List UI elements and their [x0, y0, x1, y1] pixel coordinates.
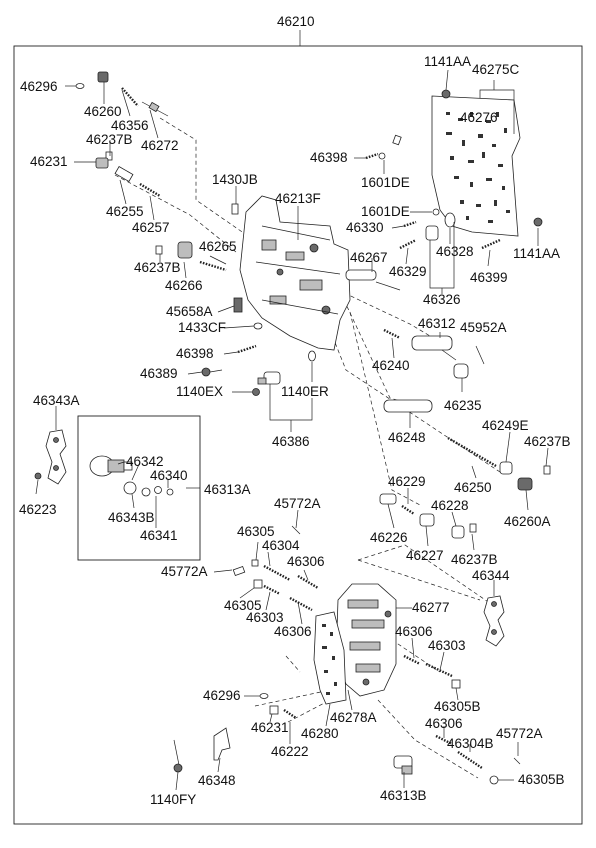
- label-46326: 46326: [423, 292, 461, 307]
- label-46356: 46356: [111, 118, 149, 133]
- label-46235: 46235: [444, 398, 482, 413]
- label-46280: 46280: [301, 726, 339, 741]
- part-labels: 46210 46296 46260 46356 46237B 46272 462…: [19, 14, 571, 807]
- label-46296: 46296: [203, 688, 241, 703]
- label-45772A: 45772A: [274, 496, 321, 511]
- label-1601DE: 1601DE: [361, 204, 410, 219]
- label-46260A: 46260A: [504, 514, 551, 529]
- label-46276: 46276: [460, 110, 498, 125]
- label-46305: 46305: [224, 598, 262, 613]
- label-46227: 46227: [406, 548, 444, 563]
- label-46342: 46342: [126, 454, 164, 469]
- label-46272: 46272: [141, 138, 179, 153]
- label-46306: 46306: [395, 624, 433, 639]
- label-46304B: 46304B: [447, 736, 494, 751]
- label-46237B: 46237B: [134, 260, 181, 275]
- label-46231: 46231: [251, 720, 289, 735]
- label-46348: 46348: [198, 773, 236, 788]
- label-1141AA: 1141AA: [513, 246, 560, 261]
- label-46257: 46257: [132, 220, 170, 235]
- label-46343A: 46343A: [33, 393, 80, 408]
- label-46278A: 46278A: [330, 710, 377, 725]
- lower-valve-body: [335, 583, 397, 697]
- label-46277: 46277: [412, 600, 450, 615]
- label-1141AA: 1141AA: [424, 54, 471, 69]
- label-46329: 46329: [389, 264, 427, 279]
- label-46312: 46312: [418, 316, 456, 331]
- label-46389: 46389: [140, 366, 178, 381]
- pressure-sensor: [257, 350, 316, 385]
- label-46237B: 46237B: [524, 434, 571, 449]
- label-46210: 46210: [277, 14, 315, 29]
- label-46305B: 46305B: [434, 699, 481, 714]
- label-46313B: 46313B: [380, 788, 427, 803]
- label-1433CF: 1433CF: [178, 320, 226, 335]
- separator-plate: [431, 89, 543, 237]
- wire-bracket-left: [45, 429, 67, 485]
- label-46303: 46303: [246, 610, 284, 625]
- leader-lines: [35, 69, 549, 791]
- label-46303: 46303: [428, 638, 466, 653]
- label-1140FY: 1140FY: [150, 792, 196, 807]
- label-46305B: 46305B: [518, 772, 565, 787]
- label-1140EX: 1140EX: [176, 384, 223, 399]
- label-46306: 46306: [287, 554, 325, 569]
- label-45658A: 45658A: [166, 304, 213, 319]
- label-46343B: 46343B: [108, 510, 155, 525]
- label-46265: 46265: [199, 239, 237, 254]
- label-46306: 46306: [425, 716, 463, 731]
- label-46398: 46398: [176, 346, 214, 361]
- label-46260: 46260: [84, 104, 122, 119]
- label-46330: 46330: [346, 220, 384, 235]
- label-46386: 46386: [272, 434, 310, 449]
- label-46222: 46222: [271, 744, 309, 759]
- solenoid-valve: [89, 455, 174, 497]
- label-46313A: 46313A: [204, 482, 251, 497]
- label-46228: 46228: [431, 498, 469, 513]
- solenoid-valve-lower: [393, 755, 413, 775]
- label-46229: 46229: [388, 474, 426, 489]
- label-45952A: 45952A: [460, 320, 507, 335]
- label-46240: 46240: [372, 358, 410, 373]
- label-46266: 46266: [165, 278, 203, 293]
- label-1140ER: 1140ER: [281, 384, 329, 399]
- lower-separator-plate: [313, 611, 347, 705]
- label-46344: 46344: [472, 568, 510, 583]
- label-46226: 46226: [370, 530, 408, 545]
- label-1430JB: 1430JB: [212, 172, 258, 187]
- label-46231: 46231: [30, 154, 68, 169]
- label-46267: 46267: [350, 250, 388, 265]
- label-46250: 46250: [454, 480, 492, 495]
- label-46213F: 46213F: [275, 191, 321, 206]
- label-46340: 46340: [150, 468, 188, 483]
- label-46398: 46398: [310, 150, 348, 165]
- label-45772A: 45772A: [161, 564, 208, 579]
- label-1601DE: 1601DE: [361, 175, 410, 190]
- label-46223: 46223: [19, 502, 57, 517]
- label-46296: 46296: [20, 79, 58, 94]
- label-46275C: 46275C: [472, 62, 520, 77]
- upper-valve-body: [239, 195, 351, 351]
- label-46255: 46255: [106, 204, 144, 219]
- label-46237B: 46237B: [86, 132, 133, 147]
- solenoid-kit-box: [77, 415, 201, 561]
- assembly-guide-lines: [114, 117, 501, 779]
- label-46341: 46341: [140, 528, 178, 543]
- label-46306: 46306: [274, 624, 312, 639]
- wire-bracket-right: [483, 595, 505, 647]
- label-46305: 46305: [237, 524, 275, 539]
- label-46249E: 46249E: [482, 418, 529, 433]
- label-46304: 46304: [262, 538, 300, 553]
- label-46399: 46399: [470, 270, 508, 285]
- label-46237B: 46237B: [451, 552, 498, 567]
- label-46248: 46248: [388, 430, 426, 445]
- label-45772A: 45772A: [496, 726, 543, 741]
- label-46328: 46328: [436, 244, 474, 259]
